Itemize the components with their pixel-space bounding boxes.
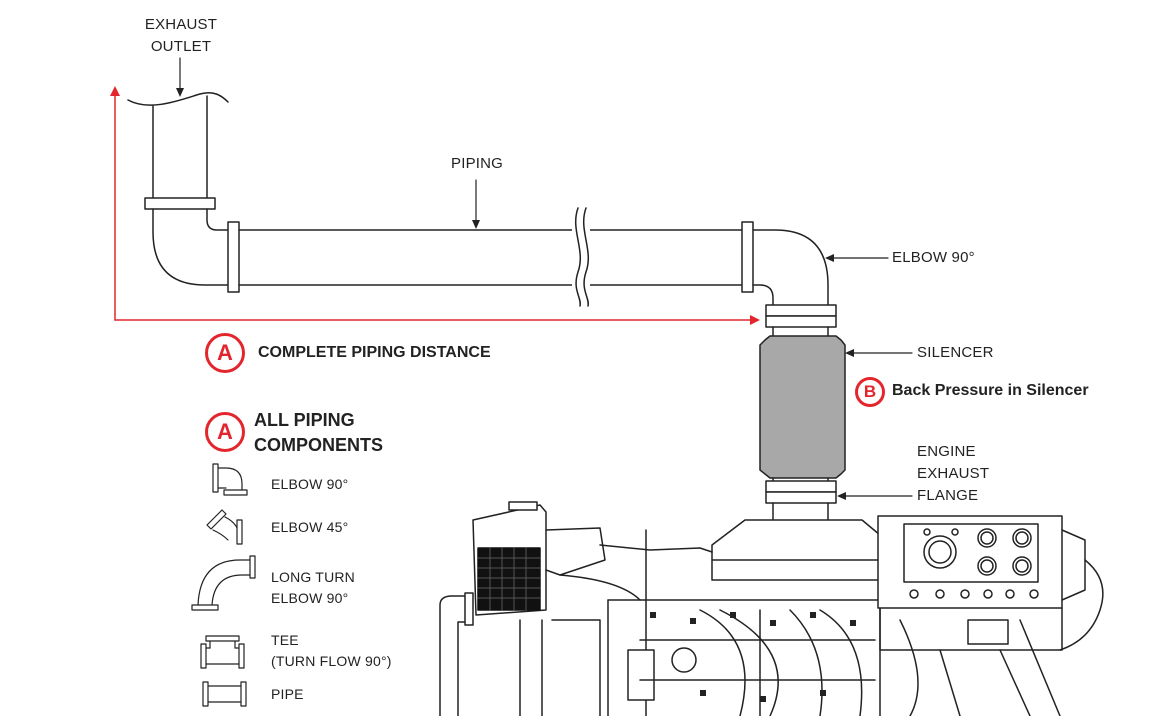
all-piping-line-2: COMPONENTS	[254, 435, 384, 455]
exhaust-outlet-pipe	[127, 91, 229, 210]
legend-elbow-90-text: ELBOW 90°	[271, 473, 348, 495]
engine-exhaust-flange-label: ENGINE EXHAUST FLANGE	[917, 441, 989, 507]
legend-elbow-45-line: ELBOW 45°	[271, 519, 349, 535]
complete-piping-distance-label: COMPLETE PIPING DISTANCE	[258, 344, 491, 361]
elbow-90-icon	[212, 463, 248, 496]
pipe-icon	[202, 681, 247, 707]
flange-line-1: ENGINE	[917, 443, 976, 460]
legend-tee-line-1: TEE	[271, 632, 299, 648]
all-piping-components-label: ALL PIPING COMPONENTS	[254, 408, 383, 458]
silencer-body	[759, 335, 846, 521]
engine-illustration	[439, 501, 1104, 716]
elbow-90-right	[752, 229, 837, 341]
exhaust-outlet-line-1: EXHAUST	[144, 16, 218, 33]
legend-long-turn-line-1: LONG TURN	[271, 569, 355, 585]
badge-b: B	[855, 377, 885, 407]
legend-long-turn-line-2: ELBOW 90°	[271, 590, 349, 606]
long-turn-elbow-icon	[191, 555, 256, 611]
horizontal-piping	[227, 207, 754, 307]
legend-long-turn-text: LONG TURN ELBOW 90°	[271, 567, 355, 609]
leader-lines	[176, 57, 913, 500]
silencer-label: SILENCER	[917, 344, 994, 361]
piping-label: PIPING	[451, 155, 504, 172]
piping-distance-arrow	[110, 86, 760, 325]
badge-a-components: A	[205, 412, 245, 452]
tee-icon	[200, 635, 245, 669]
outlet-elbow	[152, 208, 229, 286]
badge-a-distance: A	[205, 333, 245, 373]
legend-tee-text: TEE (TURN FLOW 90°)	[271, 630, 392, 672]
back-pressure-label: Back Pressure in Silencer	[892, 382, 1089, 399]
legend-pipe-text: PIPE	[271, 683, 304, 705]
exhaust-outlet-label: EXHAUST OUTLET	[140, 14, 222, 58]
legend-pipe-line: PIPE	[271, 686, 304, 702]
all-piping-line-1: ALL PIPING	[254, 410, 355, 430]
elbow-45-icon	[206, 509, 243, 545]
flange-line-2: EXHAUST	[917, 465, 990, 482]
legend-elbow-90-line: ELBOW 90°	[271, 476, 349, 492]
elbow-90-label: ELBOW 90°	[892, 249, 975, 266]
legend-tee-line-2: (TURN FLOW 90°)	[271, 653, 392, 669]
flange-line-3: FLANGE	[917, 487, 979, 504]
exhaust-outlet-line-2: OUTLET	[150, 38, 212, 55]
legend-elbow-45-text: ELBOW 45°	[271, 516, 348, 538]
